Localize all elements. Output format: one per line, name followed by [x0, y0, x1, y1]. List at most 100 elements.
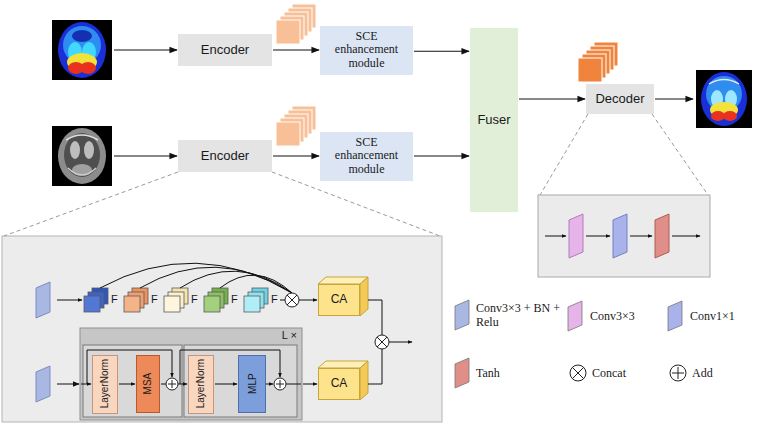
- operator-label: F: [231, 293, 238, 306]
- node-label: Encoder: [201, 149, 249, 164]
- legend-symbol: [573, 368, 584, 379]
- feature-maps: [276, 4, 316, 146]
- module-box: SCE enhancement module: [320, 26, 413, 75]
- flow-arrow: [114, 155, 177, 156]
- dense-path: [100, 263, 292, 293]
- legend-symbol: [573, 368, 584, 379]
- decoder-layers: [569, 214, 583, 258]
- legend-swatch: [455, 358, 469, 388]
- dense-path: [57, 300, 82, 301]
- attention-box: CA: [318, 284, 360, 316]
- conv-bn-relu-layer: [36, 366, 50, 402]
- flow-connector: [303, 384, 317, 385]
- attention-box: MSA: [136, 355, 160, 413]
- fused-feature-maps: [578, 58, 602, 82]
- flow-connector: [414, 51, 469, 52]
- dense-path: [220, 275, 292, 293]
- fused-image: [723, 111, 737, 121]
- decoder-detail-panel: [538, 195, 710, 277]
- decoder-path: [545, 236, 700, 237]
- encoder-detail-panel: [2, 236, 442, 422]
- dense-path: [280, 300, 285, 301]
- legend-swatch: [668, 301, 682, 331]
- mri-image: [70, 141, 80, 159]
- zoom-guide: [540, 114, 588, 195]
- transformer-block-fill: [83, 345, 182, 417]
- decoder-path: [586, 236, 610, 237]
- legend-label: Conv3×3: [590, 309, 660, 323]
- decoder-layers: [655, 214, 669, 258]
- add-symbol: [172, 380, 173, 388]
- legend-swatch: [568, 301, 582, 331]
- mri-image: [72, 164, 92, 176]
- encoder-detail-panel: [2, 236, 442, 422]
- operator-label: F: [151, 293, 158, 306]
- pet-image: [52, 20, 112, 80]
- legend-label: Conv1×1: [690, 309, 752, 323]
- legend-symbol: [670, 365, 686, 381]
- pet-image: [58, 22, 106, 78]
- node-label: CA: [331, 293, 348, 306]
- fused-image: [696, 70, 752, 128]
- dense-path: [180, 271, 292, 293]
- transformer-block-fill: [80, 328, 302, 420]
- legend-symbol: [570, 365, 586, 381]
- fused-image: [701, 72, 747, 126]
- flow-connector: [119, 384, 135, 385]
- mri-image: [68, 168, 96, 175]
- flow-connector: [161, 384, 187, 385]
- node-label: LayerNorm: [99, 359, 110, 408]
- pet-image: [80, 62, 96, 74]
- zoom-guide: [272, 172, 440, 236]
- ca-cube-faces: [360, 361, 368, 400]
- dense-path: [299, 300, 317, 301]
- node-label: MSA: [142, 373, 153, 395]
- ca-cube-faces: [318, 277, 368, 400]
- pet-image: [72, 30, 92, 42]
- attention-box: CA: [318, 368, 360, 400]
- add-symbol: [274, 378, 286, 390]
- feature-maps: [276, 20, 300, 44]
- legend-symbol: [570, 365, 686, 381]
- decoder-path: [630, 236, 652, 237]
- fused-image: [709, 80, 739, 85]
- flow-connector: [273, 49, 319, 50]
- decoder-box: Decoder: [586, 84, 654, 114]
- mri-image: [52, 126, 112, 186]
- concat-symbol: [377, 337, 387, 347]
- concat-symbol: [287, 295, 297, 305]
- transformer-block-fill: [80, 328, 302, 420]
- operator-label: F: [271, 293, 278, 306]
- dense-block-stacks: [244, 296, 260, 312]
- ca-merge-path: [389, 342, 412, 343]
- concat-symbol: [287, 295, 297, 305]
- node-label: MLP: [246, 374, 257, 395]
- decoder-path: [672, 236, 700, 237]
- add-symbol: [166, 378, 286, 390]
- fuser-box: Fuser: [470, 28, 518, 212]
- flow-connector: [273, 155, 319, 156]
- dense-block-stacks: [204, 296, 220, 312]
- fused-image: [696, 70, 752, 128]
- operator-label: F: [191, 293, 198, 306]
- node-label: Encoder: [201, 43, 249, 58]
- node-label: SCE enhancement module: [326, 136, 407, 176]
- ca-merge-path: [368, 349, 382, 384]
- legend-swatch: [455, 300, 469, 330]
- dense-path: [140, 267, 292, 293]
- decoder-layers: [613, 214, 627, 258]
- concat-symbol: [285, 293, 299, 307]
- legend-label: Concat: [592, 366, 652, 380]
- mri-image: [84, 141, 94, 159]
- concat-symbol: [375, 335, 389, 349]
- transformer-path: [81, 384, 91, 385]
- dense-block-stacks: [124, 296, 140, 312]
- module-box: SCE enhancement module: [320, 132, 413, 181]
- node-label: LayerNorm: [195, 359, 206, 408]
- legend-label: Add: [692, 366, 752, 380]
- add-symbol: [280, 380, 281, 388]
- feature-maps: [276, 122, 300, 146]
- concat-symbol: [377, 337, 387, 347]
- mlp-box: MLP: [238, 355, 266, 413]
- decoder-detail-panel: [538, 195, 710, 277]
